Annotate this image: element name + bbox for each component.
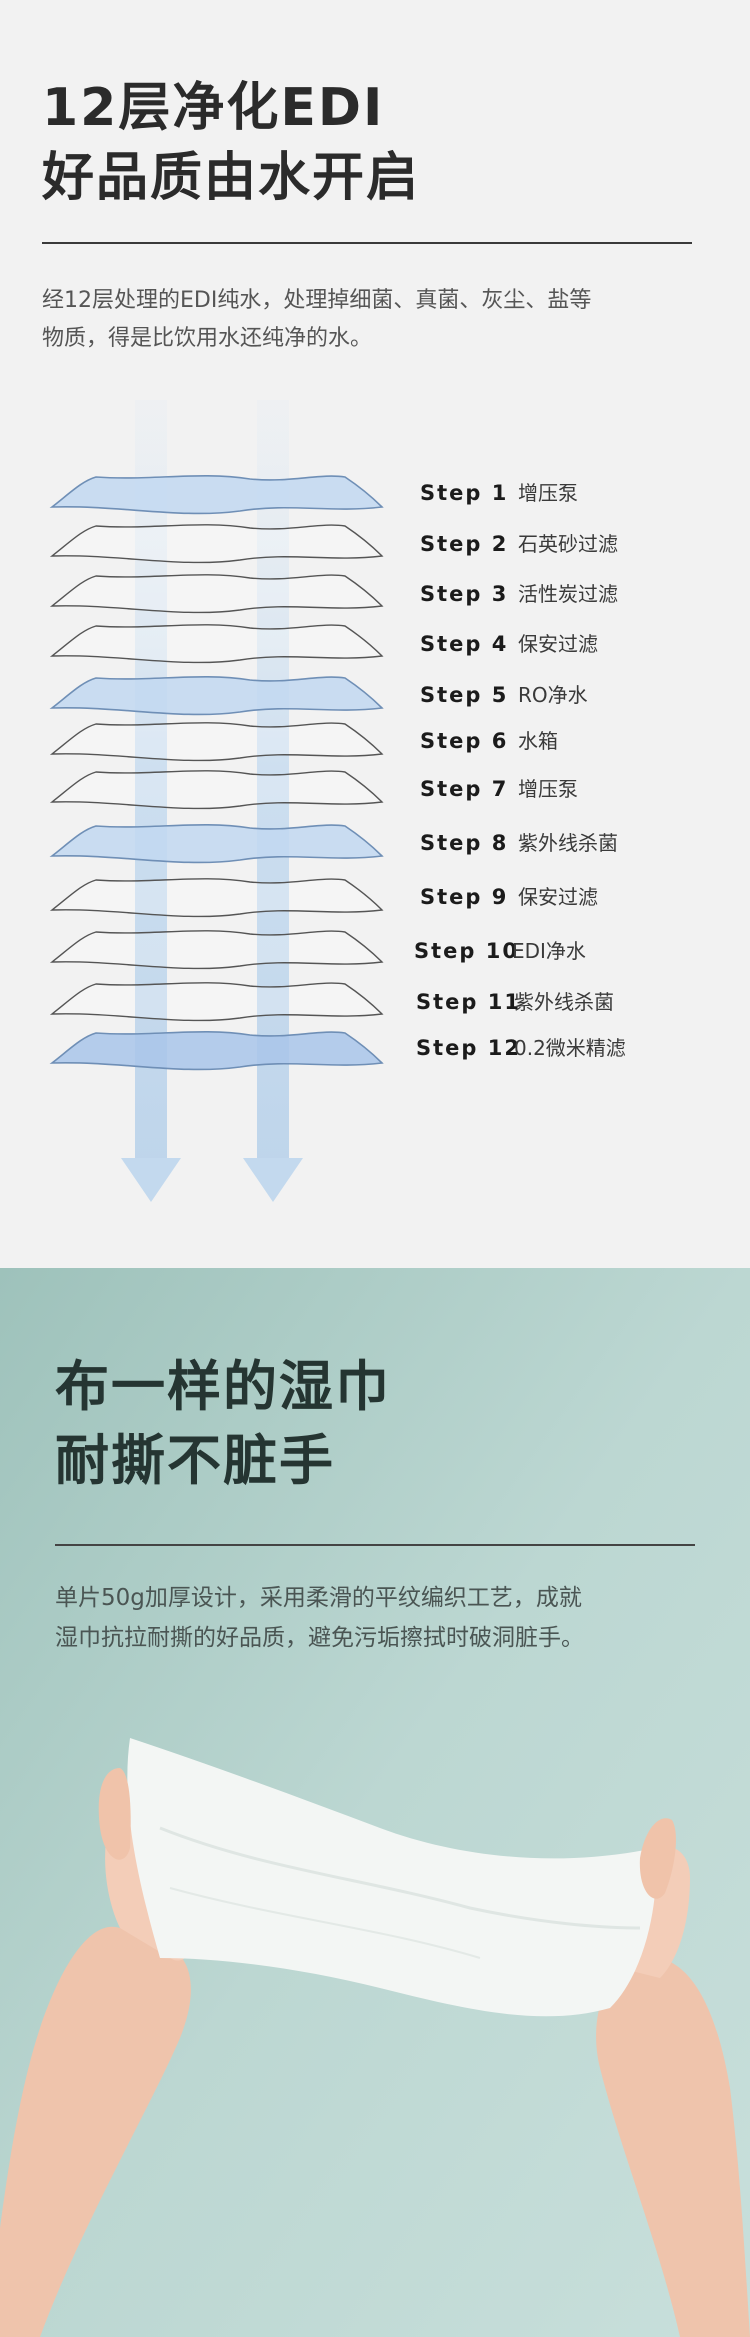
- process-step: Step 10EDI净水: [414, 934, 586, 968]
- process-step: Step 11紫外线杀菌: [416, 985, 614, 1019]
- step-number: Step 2: [420, 532, 509, 556]
- filter-layer-highlighted: [49, 474, 384, 515]
- step-name: RO净水: [518, 683, 588, 707]
- step-number: Step 9: [420, 885, 509, 909]
- process-step: Step 2 石英砂过滤: [420, 527, 618, 561]
- hands-stretching-wipe-photo: [0, 1268, 750, 2337]
- process-step: Step 7 增压泵: [420, 772, 578, 806]
- process-step: Step 4 保安过滤: [420, 627, 598, 661]
- process-step: Step 8 紫外线杀菌: [420, 826, 618, 860]
- step-number: Step 8: [420, 831, 509, 855]
- step-number: Step 6: [420, 729, 509, 753]
- filtration-layers-diagram: [49, 400, 384, 1202]
- filter-layer: [49, 624, 384, 664]
- section-title-line-1: 布一样的湿巾: [55, 1355, 391, 1418]
- process-step: Step 9 保安过滤: [420, 880, 598, 914]
- title-divider: [55, 1544, 695, 1546]
- process-step: Step 6 水箱: [420, 724, 558, 758]
- filter-layer: [49, 524, 384, 564]
- step-number: Step 7: [420, 777, 509, 801]
- section-description-line-1: 经12层处理的EDI纯水，处理掉细菌、真菌、灰尘、盐等: [42, 288, 592, 313]
- step-name: 保安过滤: [518, 885, 598, 909]
- step-name: 石英砂过滤: [518, 532, 618, 556]
- step-number: Step 5: [420, 683, 509, 707]
- step-name: 活性炭过滤: [518, 582, 618, 606]
- step-name: 保安过滤: [518, 632, 598, 656]
- section-description-line-2: 物质，得是比饮用水还纯净的水。: [42, 326, 373, 351]
- process-step: Step 3 活性炭过滤: [420, 577, 618, 611]
- step-number: Step 4: [420, 632, 509, 656]
- filter-layer-highlighted: [49, 823, 384, 864]
- step-name: 紫外线杀菌: [518, 831, 618, 855]
- process-step: Step 1 增压泵: [420, 476, 578, 510]
- filter-layer-highlighted: [49, 1030, 384, 1071]
- step-name: 紫外线杀菌: [514, 990, 614, 1014]
- process-step: Step 120.2微米精滤: [416, 1031, 626, 1065]
- section-title-line-1: 12层净化EDI: [42, 78, 385, 138]
- filter-layer: [49, 878, 384, 918]
- filter-layers: [49, 474, 384, 1071]
- section-description-line-2: 湿巾抗拉耐撕的好品质，避免污垢擦拭时破洞脏手。: [55, 1625, 584, 1651]
- step-number: Step 3: [420, 582, 509, 606]
- water-purification-section: 12层净化EDI 好品质由水开启 经12层处理的EDI纯水，处理掉细菌、真菌、灰…: [42, 78, 692, 1202]
- filter-layer: [49, 982, 384, 1022]
- filter-layer: [49, 770, 384, 810]
- filter-layer-highlighted: [49, 675, 384, 716]
- filter-layer: [49, 574, 384, 614]
- step-number: Step 10: [414, 939, 519, 963]
- process-step: Step 5 RO净水: [420, 678, 588, 712]
- flow-arrow-right: [243, 400, 303, 1202]
- step-number: Step 12: [416, 1036, 521, 1060]
- filter-layer: [49, 722, 384, 762]
- step-number: Step 1: [420, 481, 509, 505]
- wet-wipe-section: 布一样的湿巾 耐撕不脏手 单片50g加厚设计，采用柔滑的平纹编织工艺，成就 湿巾…: [0, 1268, 750, 2337]
- step-name: 增压泵: [518, 777, 578, 801]
- step-name: 增压泵: [518, 481, 578, 505]
- step-name: 水箱: [518, 729, 558, 753]
- section-title-line-2: 耐撕不脏手: [55, 1429, 335, 1492]
- step-number: Step 11: [416, 990, 521, 1014]
- section-description-line-1: 单片50g加厚设计，采用柔滑的平纹编织工艺，成就: [55, 1585, 582, 1611]
- step-name: 0.2微米精滤: [514, 1036, 626, 1060]
- section-title-line-2: 好品质由水开启: [42, 148, 421, 208]
- filter-layer: [49, 930, 384, 970]
- title-divider: [42, 242, 692, 244]
- step-name: EDI净水: [512, 939, 586, 963]
